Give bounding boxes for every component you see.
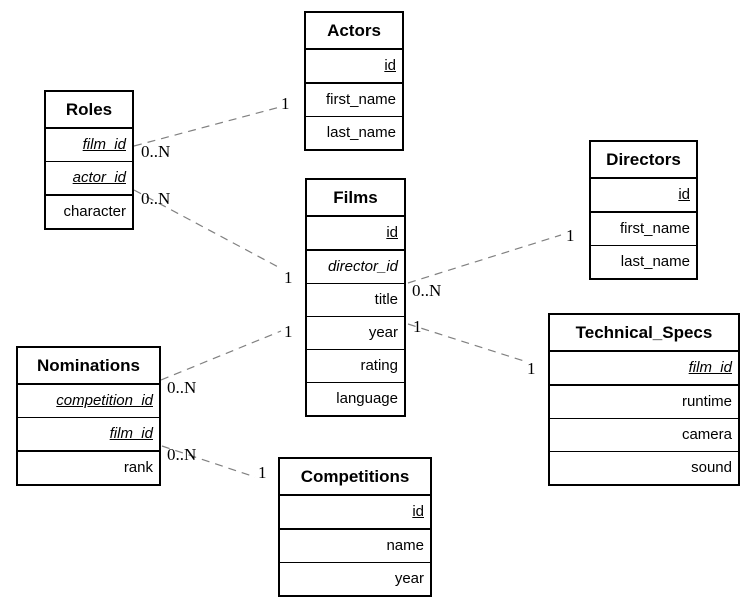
entity-films-column-id: id: [386, 224, 398, 241]
entity-competitions: Competitions id name year: [278, 457, 432, 597]
cardinality-films-directors-near-directors: 1: [566, 226, 575, 245]
cardinality-nominations-films-near-nominations: 0..N: [167, 378, 197, 397]
entity-roles-column-actor-id: actor_id: [46, 161, 132, 194]
entity-films: Films id director_id title year rating l…: [305, 178, 406, 417]
cardinality-nominations-competitions-near-nominations: 0..N: [167, 445, 197, 464]
entity-directors: Directors id first_name last_name: [589, 140, 698, 280]
entity-roles: Roles film_id actor_id character: [44, 90, 134, 230]
entity-actors-column-id: id: [384, 57, 396, 74]
cardinality-nominations-competitions-near-competitions: 1: [258, 463, 267, 482]
relationship-line-films-technical-specs: [407, 323, 525, 362]
entity-nominations-column-film-id: film_id: [18, 417, 159, 450]
entity-technical-specs-column-sound: sound: [550, 451, 738, 484]
entity-films-column-director-id: director_id: [307, 249, 404, 283]
entity-actors: Actors id first_name last_name: [304, 11, 404, 151]
entity-actors-column-first-name: first_name: [306, 82, 402, 116]
entity-directors-column-last-name: last_name: [591, 245, 696, 278]
entity-directors-column-id: id: [678, 186, 690, 203]
entity-films-column-title: title: [307, 283, 404, 316]
entity-roles-column-character: character: [46, 194, 132, 228]
entity-nominations-column-rank: rank: [18, 450, 159, 484]
cardinality-nominations-films-near-films: 1: [284, 322, 293, 341]
entity-competitions-column-name: name: [280, 528, 430, 562]
entity-actors-column-last-name: last_name: [306, 116, 402, 149]
entity-films-title: Films: [307, 180, 404, 217]
relationship-line-films-directors: [407, 234, 562, 284]
cardinality-films-technical-specs-near-films: 1: [413, 317, 422, 336]
entity-directors-column-first-name: first_name: [591, 211, 696, 245]
entity-competitions-title: Competitions: [280, 459, 430, 496]
entity-technical-specs-title: Technical_Specs: [550, 315, 738, 352]
entity-directors-title: Directors: [591, 142, 696, 179]
cardinality-roles-actors-near-roles: 0..N: [141, 142, 171, 161]
entity-roles-title: Roles: [46, 92, 132, 129]
entity-competitions-column-year: year: [280, 562, 430, 595]
entity-technical-specs-column-film-id: film_id: [688, 359, 732, 376]
entity-technical-specs-column-runtime: runtime: [550, 384, 738, 418]
entity-roles-column-film-id: film_id: [82, 136, 126, 153]
entity-films-column-language: language: [307, 382, 404, 415]
cardinality-films-technical-specs-near-specs: 1: [527, 359, 536, 378]
entity-nominations-column-competition-id: competition_id: [56, 392, 153, 409]
relationship-line-roles-actors: [133, 106, 281, 147]
cardinality-films-directors-near-films: 0..N: [412, 281, 442, 300]
entity-actors-title: Actors: [306, 13, 402, 50]
cardinality-roles-films-near-films: 1: [284, 268, 293, 287]
entity-competitions-column-id: id: [412, 503, 424, 520]
entity-technical-specs-column-camera: camera: [550, 418, 738, 451]
entity-films-column-year: year: [307, 316, 404, 349]
cardinality-roles-actors-near-actors: 1: [281, 94, 290, 113]
entity-nominations: Nominations competition_id film_id rank: [16, 346, 161, 486]
relationship-line-nominations-films: [160, 330, 282, 381]
entity-nominations-title: Nominations: [18, 348, 159, 385]
entity-films-column-rating: rating: [307, 349, 404, 382]
entity-technical-specs: Technical_Specs film_id runtime camera s…: [548, 313, 740, 486]
cardinality-roles-films-near-roles: 0..N: [141, 189, 171, 208]
